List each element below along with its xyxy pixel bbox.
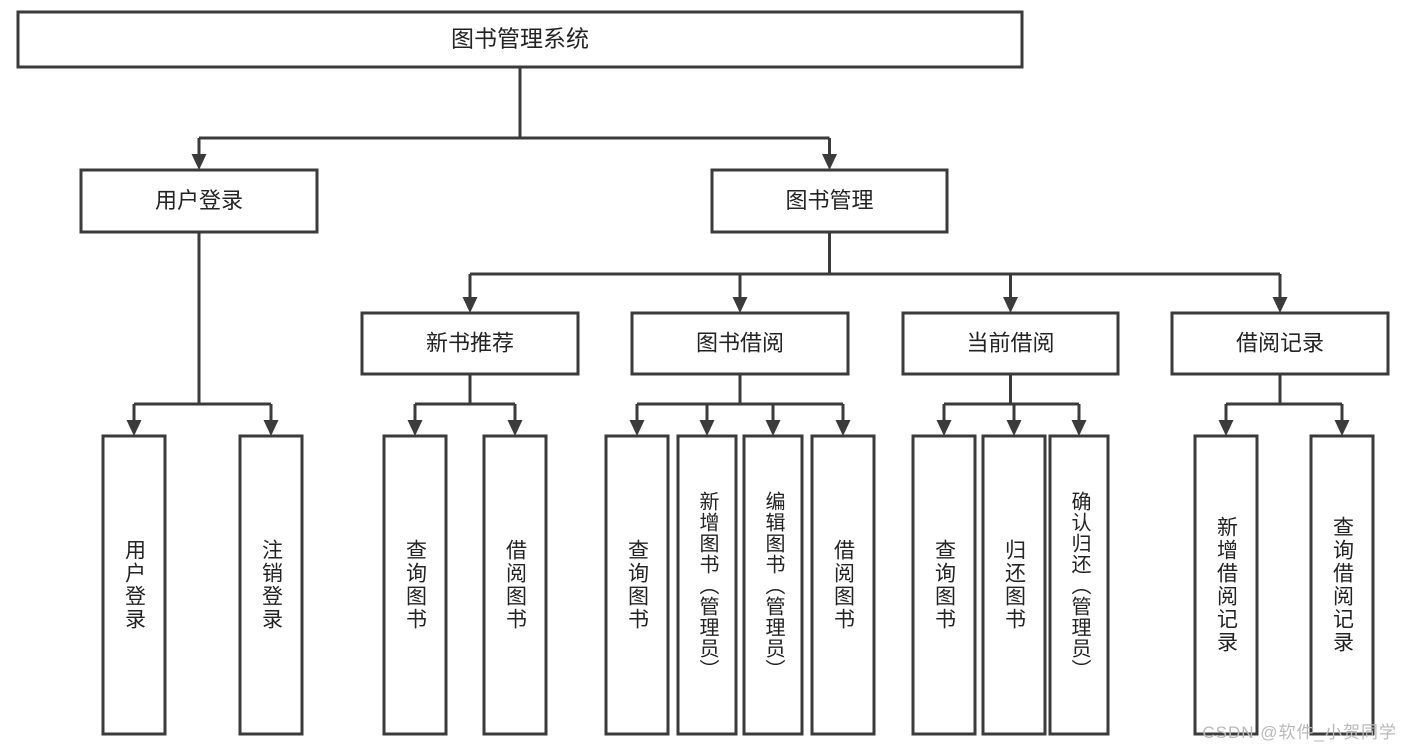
arrow-head-icon <box>765 420 781 436</box>
node-leaf-新增借阅记录[interactable] <box>1193 434 1259 736</box>
arrow-head-icon <box>732 297 748 313</box>
node-l3-借阅记录[interactable]: 借阅记录 <box>1170 311 1390 376</box>
arrow-head-icon <box>1218 420 1234 436</box>
arrow-head-icon <box>191 154 207 170</box>
node-label: 用户登录 <box>155 188 243 213</box>
arrow-head-icon <box>699 420 715 436</box>
node-leaf-借阅图书[interactable] <box>810 434 876 736</box>
watermark: CSDN @软件_小贺同学 <box>1202 723 1397 742</box>
node-leaf-编辑图书（管理员）[interactable] <box>742 434 804 736</box>
node-leaf-查询图书[interactable] <box>382 434 448 736</box>
node-l3-图书借阅[interactable]: 图书借阅 <box>630 311 850 376</box>
node-root-图书管理系统[interactable]: 图书管理系统 <box>16 10 1024 69</box>
node-leaf-查询图书[interactable] <box>604 434 670 736</box>
arrow-head-icon <box>263 420 279 436</box>
node-leaf-确认归还（管理员）[interactable] <box>1048 434 1110 736</box>
connector-layer <box>126 67 1350 436</box>
arrow-head-icon <box>1071 420 1087 436</box>
node-leaf-新增图书（管理员）[interactable] <box>676 434 738 736</box>
node-label: 图书管理系统 <box>451 26 589 52</box>
node-leaf-用户登录[interactable] <box>101 434 167 736</box>
node-label: 借阅记录 <box>1236 330 1324 355</box>
arrow-head-icon <box>1006 420 1022 436</box>
arrow-head-icon <box>822 154 837 170</box>
arrow-head-icon <box>629 420 645 436</box>
node-leaf-归还图书[interactable] <box>981 434 1047 736</box>
node-leaf-查询图书[interactable] <box>911 434 977 736</box>
node-label: 当前借阅 <box>966 330 1054 355</box>
arrow-head-icon <box>462 297 478 313</box>
node-leaf-注销登录[interactable] <box>238 434 304 736</box>
node-leaf-借阅图书[interactable] <box>482 434 548 736</box>
node-label: 新书推荐 <box>426 330 514 355</box>
node-l2-图书管理[interactable]: 图书管理 <box>710 168 949 234</box>
arrow-head-icon <box>1272 297 1288 313</box>
node-l2-用户登录[interactable]: 用户登录 <box>79 168 319 234</box>
node-label: 图书借阅 <box>696 330 784 355</box>
arrow-head-icon <box>407 420 423 436</box>
arrow-head-icon <box>936 420 952 436</box>
arrow-head-icon <box>126 420 142 436</box>
node-l3-新书推荐[interactable]: 新书推荐 <box>360 311 580 376</box>
node-l3-当前借阅[interactable]: 当前借阅 <box>901 311 1120 376</box>
arrow-head-icon <box>1003 297 1018 313</box>
node-label: 图书管理 <box>785 188 873 213</box>
arrow-head-icon <box>507 420 523 436</box>
arrow-head-icon <box>1334 420 1350 436</box>
arrow-head-icon <box>835 420 851 436</box>
node-leaf-查询借阅记录[interactable] <box>1309 434 1375 736</box>
